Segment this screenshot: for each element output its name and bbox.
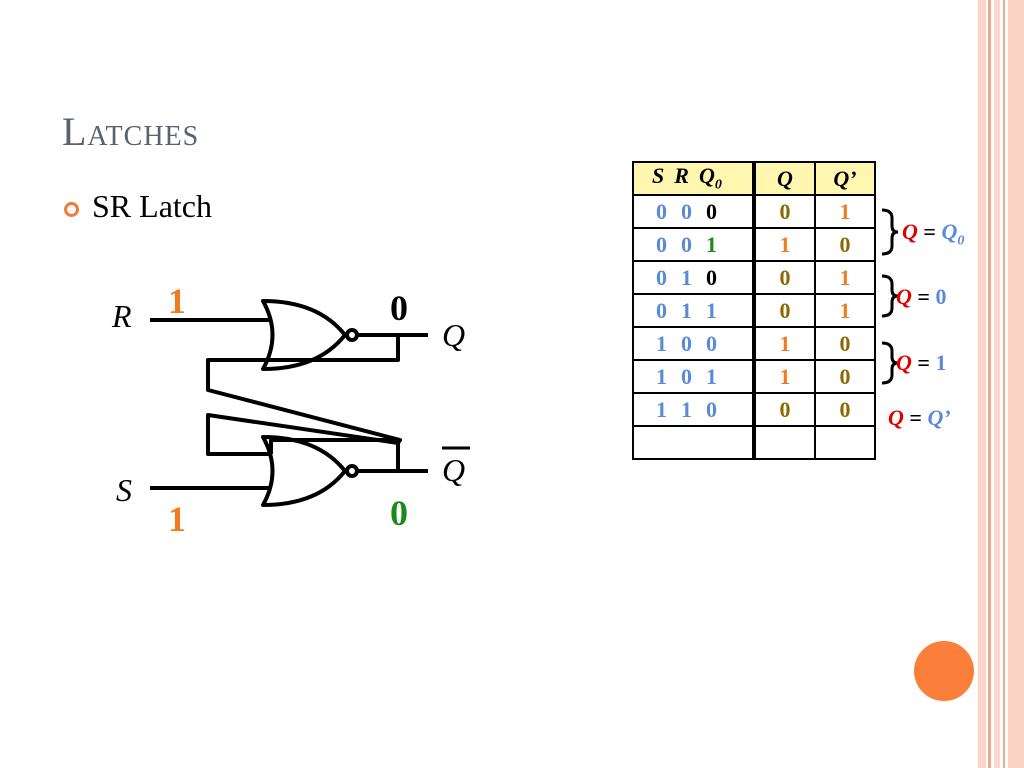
brace-3: [881, 341, 899, 385]
header-q: Q: [752, 161, 816, 196]
frame-stripe-3: [994, 0, 1000, 768]
frame-stripe-5: [1008, 0, 1024, 768]
label-s: S: [116, 472, 132, 508]
cell-s: 1: [656, 330, 667, 356]
header-s-r-q0: S R Q0: [632, 161, 755, 196]
wire-feedback-qbar-2: [206, 413, 399, 456]
brace-1: [881, 208, 899, 256]
cell-q0: 0: [706, 264, 717, 290]
value-q-output: 0: [390, 288, 408, 328]
annotation-eq: =: [903, 405, 928, 430]
cell-r: 0: [681, 363, 692, 389]
cell-r: 1: [681, 264, 692, 290]
cell-s: 0: [656, 231, 667, 257]
cell-s: 1: [656, 396, 667, 422]
brace-2: [881, 274, 899, 318]
bullet-icon: [64, 202, 79, 217]
value-qbar-output: 0: [390, 493, 408, 533]
cell-q0: 1: [706, 363, 717, 389]
cell-q: 1: [752, 326, 816, 361]
annotation-eq: =: [911, 350, 936, 375]
cell-q: 0: [752, 260, 816, 295]
cell-q: 0: [752, 392, 816, 427]
cell-qprime: 1: [814, 194, 876, 229]
cell-s: 0: [656, 198, 667, 224]
header-qprime: Q’: [814, 161, 876, 196]
cell-q0: 0: [706, 330, 717, 356]
annotation-rhs: 1: [935, 350, 947, 375]
annotation-lhs: Q: [902, 219, 918, 244]
annotation-rhs: Q’: [927, 405, 951, 430]
annotation-lhs: Q: [896, 350, 912, 375]
label-r: R: [112, 298, 132, 334]
label-qbar: Q: [442, 452, 466, 488]
value-s-input: 1: [168, 499, 186, 539]
nor-gate-bottom: [261, 435, 347, 507]
annotation-hold: Q = Q0: [902, 219, 964, 249]
header-q0: Q0: [699, 163, 722, 193]
annotation-rhs: 0: [935, 284, 947, 309]
header-q0-base: Q: [698, 163, 715, 189]
table-row: [632, 425, 876, 460]
cell-q: 0: [752, 293, 816, 328]
cell-r: 1: [681, 396, 692, 422]
cell-s: 0: [656, 297, 667, 323]
slide-title: Latches: [62, 109, 200, 154]
annotation-lhs: Q: [896, 284, 912, 309]
cell-q: 1: [752, 359, 816, 394]
cell-q0: 1: [706, 297, 717, 323]
cell-q0: 0: [706, 396, 717, 422]
annotation-eq: =: [911, 284, 936, 309]
frame-stripe-1: [978, 0, 986, 768]
bullet-text: SR Latch: [92, 188, 212, 224]
truth-table-header: S R Q0 Q Q’: [632, 161, 876, 196]
annotation-lhs: Q: [888, 405, 904, 430]
cell-q: 0: [752, 194, 816, 229]
cell-q: 1: [752, 227, 816, 262]
cell-r: 0: [681, 330, 692, 356]
cell-r: 0: [681, 231, 692, 257]
frame-stripe-2: [988, 0, 991, 768]
annotation-set: Q = 1: [896, 350, 946, 376]
cell-r: 0: [681, 198, 692, 224]
header-q0-sub: 0: [714, 177, 722, 193]
cell-q0: 0: [706, 198, 717, 224]
value-r-input: 1: [168, 281, 186, 321]
annotation-invalid: Q = Q’: [888, 405, 951, 431]
cell-qprime: 0: [814, 392, 876, 427]
cell-s: 1: [656, 363, 667, 389]
cell-qprime: 0: [814, 326, 876, 361]
cell-qprime: 1: [814, 293, 876, 328]
cell-qprime: 0: [814, 227, 876, 262]
header-r: R: [674, 163, 689, 189]
cell-s: 0: [656, 264, 667, 290]
annotation-reset: Q = 0: [896, 284, 946, 310]
cell-qprime: 1: [814, 260, 876, 295]
cell-r: 1: [681, 297, 692, 323]
label-q: Q: [442, 317, 466, 353]
cell-qprime: [814, 425, 876, 460]
header-s: S: [652, 163, 665, 189]
annotation-rhs: Q: [941, 219, 958, 244]
annotation-rhs-sub: 0: [957, 233, 965, 249]
cell-q: [752, 425, 816, 460]
decorative-circle: [914, 641, 974, 701]
frame-stripe-4: [1003, 0, 1005, 768]
cell-qprime: 0: [814, 359, 876, 394]
annotation-eq: =: [917, 219, 942, 244]
cell-q0: 1: [706, 231, 717, 257]
